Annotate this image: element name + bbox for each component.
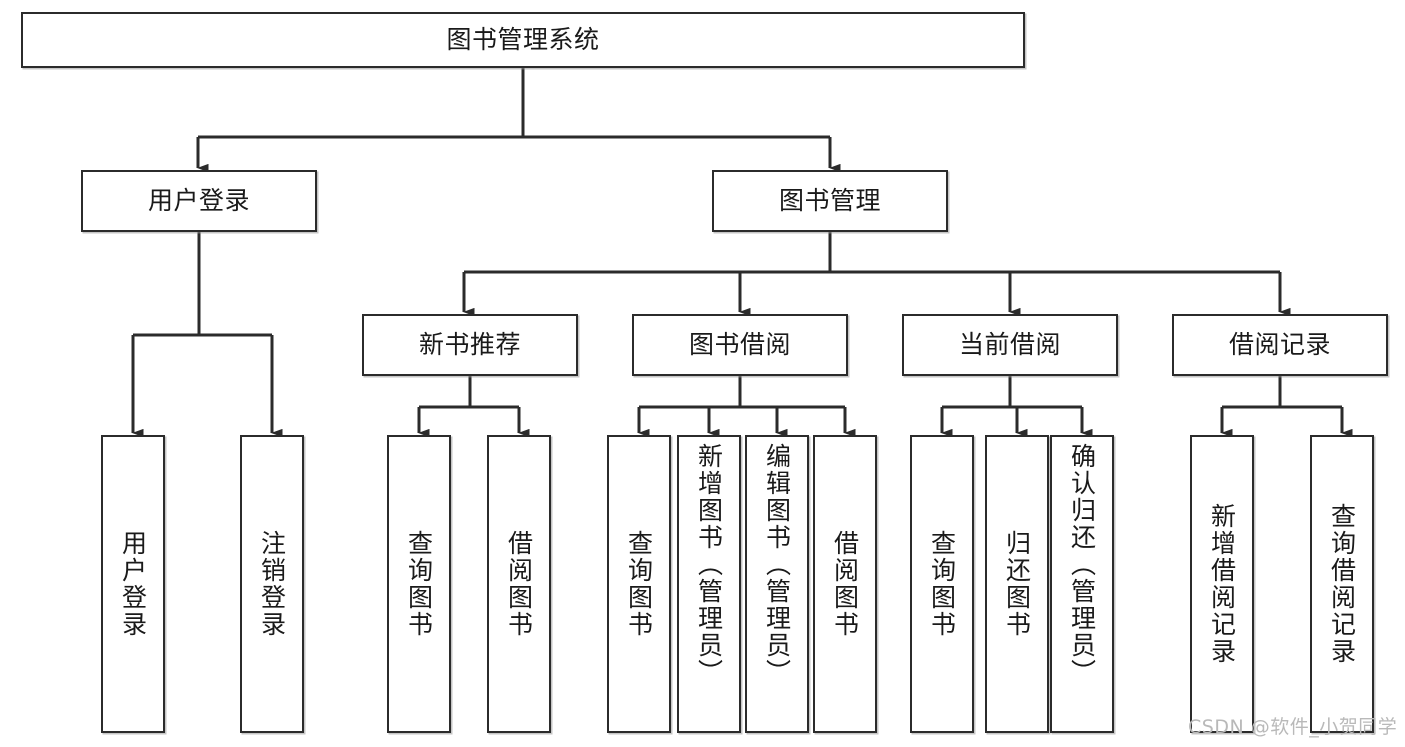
node-current-borrow[interactable]: 当前借阅 [902,314,1118,376]
node-borrow-record-label: 借阅记录 [1228,330,1331,360]
node-leaf-user-login[interactable]: 用户登录 [101,435,165,733]
node-leaf-add-book[interactable]: 新增图书（管理员） [677,435,741,733]
node-leaf-add-record-label: 新增借阅记录 [1207,503,1237,665]
node-book-borrow[interactable]: 图书借阅 [632,314,848,376]
node-current-borrow-label: 当前借阅 [958,330,1061,360]
node-leaf-user-login-label: 用户登录 [118,530,148,638]
node-leaf-borrow-book-1-label: 借阅图书 [504,530,534,638]
node-leaf-query-book-3[interactable]: 查询图书 [910,435,974,733]
node-leaf-query-book-1-label: 查询图书 [404,530,434,638]
node-leaf-query-record[interactable]: 查询借阅记录 [1310,435,1374,733]
node-leaf-query-book-2-label: 查询图书 [624,530,654,638]
node-leaf-query-record-label: 查询借阅记录 [1327,503,1357,665]
node-leaf-return-book-label: 归还图书 [1002,530,1032,638]
node-leaf-user-logout[interactable]: 注销登录 [240,435,304,733]
node-book-manage-label: 图书管理 [778,186,881,216]
node-leaf-confirm-return[interactable]: 确认归还（管理员） [1050,435,1114,733]
node-leaf-edit-book[interactable]: 编辑图书（管理员） [745,435,809,733]
node-new-book-recommend-label: 新书推荐 [418,330,521,360]
node-user-login-label: 用户登录 [147,186,250,216]
node-book-manage[interactable]: 图书管理 [712,170,948,232]
node-root[interactable]: 图书管理系统 [21,12,1025,68]
node-leaf-confirm-return-label: 确认归还（管理员） [1067,443,1097,686]
node-leaf-borrow-book-2-label: 借阅图书 [830,530,860,638]
node-leaf-user-logout-label: 注销登录 [257,530,287,638]
node-book-borrow-label: 图书借阅 [688,330,791,360]
node-leaf-borrow-book-1[interactable]: 借阅图书 [487,435,551,733]
node-root-label: 图书管理系统 [446,25,600,55]
node-leaf-query-book-1[interactable]: 查询图书 [387,435,451,733]
node-borrow-record[interactable]: 借阅记录 [1172,314,1388,376]
node-leaf-add-record[interactable]: 新增借阅记录 [1190,435,1254,733]
node-leaf-query-book-2[interactable]: 查询图书 [607,435,671,733]
node-leaf-return-book[interactable]: 归还图书 [985,435,1049,733]
node-leaf-edit-book-label: 编辑图书（管理员） [762,443,792,686]
node-leaf-query-book-3-label: 查询图书 [927,530,957,638]
node-leaf-borrow-book-2[interactable]: 借阅图书 [813,435,877,733]
node-user-login[interactable]: 用户登录 [81,170,317,232]
node-leaf-add-book-label: 新增图书（管理员） [694,443,724,686]
node-new-book-recommend[interactable]: 新书推荐 [362,314,578,376]
